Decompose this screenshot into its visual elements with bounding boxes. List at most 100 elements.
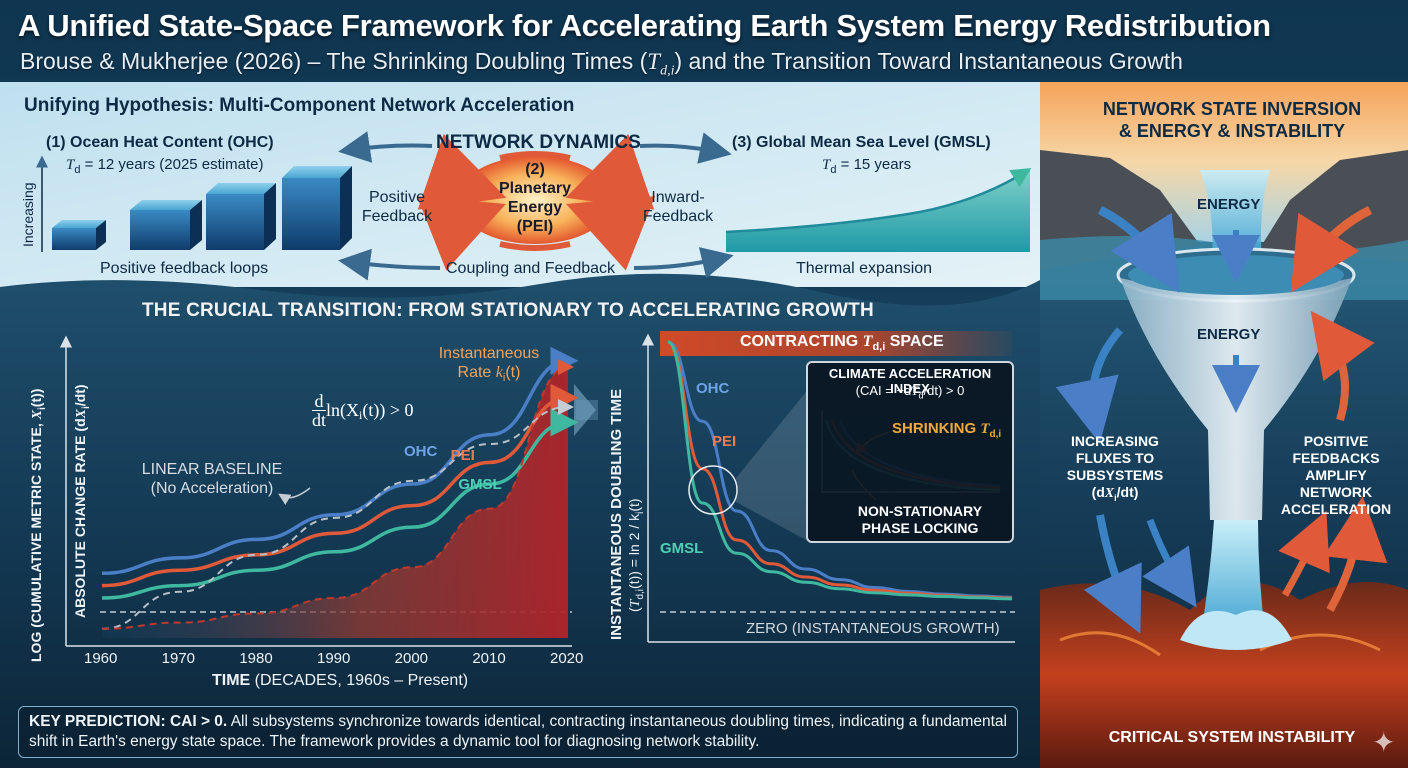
- ohc-td-text: = 12 years (2025 estimate): [80, 156, 264, 173]
- doubling-y-axis-label: INSTANTANEOUS DOUBLING TIME: [608, 388, 625, 640]
- left-series-instantaneous-rate-ki-t: [101, 359, 574, 630]
- outer-label-symbol: X: [30, 410, 45, 420]
- flux-line-2: FLUXES TO: [1075, 450, 1155, 466]
- left-chart: [60, 335, 598, 647]
- doubling-label-gmsl: GMSL: [660, 540, 704, 557]
- fb-line-2: FEEDBACKS: [1292, 450, 1380, 466]
- banner-sub: d,i: [872, 341, 886, 354]
- zero-label: ZERO (INSTANTANEOUS GROWTH): [746, 620, 1000, 637]
- coupling-caption: Coupling and Feedback: [446, 260, 616, 277]
- subtitle-post: ) and the Transition Toward Instantaneou…: [674, 48, 1183, 74]
- subtitle-symbol: T: [647, 49, 661, 74]
- formula-post: (t)) = ln 2 / k: [626, 513, 642, 589]
- ohc-caption: Positive feedback loops: [100, 260, 269, 277]
- x-label-bold: TIME: [212, 672, 251, 689]
- positive-feedback-line-2: Feedback: [361, 208, 433, 225]
- inner-label-symbol: X: [74, 409, 89, 419]
- right-panel-art: [1040, 82, 1408, 768]
- gmsl-caption: Thermal expansion: [796, 260, 933, 277]
- inner-label-end: /dt): [72, 384, 88, 407]
- fb-line-4: NETWORK: [1299, 484, 1373, 500]
- left-x-axis-label: TIME (DECADES, 1960s – Present): [212, 672, 468, 690]
- inward-feedback-label: Inward- Feedback: [636, 188, 720, 226]
- doubling-label-pei: PEI: [712, 433, 737, 450]
- gmsl-td-sub: d: [830, 164, 837, 176]
- contracting-banner-label: CONTRACTING Td,i SPACE: [740, 333, 944, 353]
- left-series-ohc: [101, 346, 579, 576]
- phase-line-2: PHASE LOCKING: [861, 520, 979, 536]
- eq-end: (t)) > 0: [362, 400, 414, 420]
- page-subtitle: Brouse & Mukherjee (2026) – The Shrinkin…: [20, 48, 1400, 80]
- instantaneous-rate-label: Instantaneous Rate ki(t): [420, 344, 558, 388]
- pei-core-line-3: Energy: [507, 199, 563, 216]
- x-tick-2000: 2000: [394, 650, 429, 667]
- x-tick-1960: 1960: [84, 650, 118, 667]
- left-series-linear-baseline: [101, 399, 574, 630]
- positive-feedbacks-label: POSITIVE FEEDBACKS AMPLIFY NETWORK ACCEL…: [1276, 433, 1396, 518]
- prediction-text: All subsystems synchronize towards ident…: [29, 713, 1007, 750]
- inward-feedback-line-2: Feedback: [642, 208, 714, 225]
- inst-line-1: Instantaneous: [438, 345, 540, 362]
- right-heading-line-1: NETWORK STATE INVERSION: [1102, 99, 1362, 119]
- doubling-label-ohc: OHC: [696, 380, 730, 397]
- flux-line-1: INCREASING: [1071, 433, 1159, 449]
- right-heading-line-2: & ENERGY & INSTABILITY: [1118, 121, 1346, 141]
- left-label-pei: PEI: [450, 446, 475, 464]
- cai-formula: (CAI = −dTd/dt) > 0: [812, 383, 1008, 401]
- flux-line-4-pre: (d: [1091, 484, 1105, 500]
- page-title: A Unified State-Space Framework for Acce…: [18, 8, 1271, 43]
- pei-core-label: (2) Planetary Energy (PEI): [478, 160, 592, 236]
- x-label-rest: (DECADES, 1960s – Present): [250, 672, 469, 689]
- flux-line-4-post: /dt): [1116, 484, 1139, 500]
- cai-formula-pre: (CAI = −d: [855, 383, 912, 398]
- inward-feedback-line-1: Inward-: [651, 189, 705, 206]
- ohc-td-symbol: T: [66, 157, 75, 173]
- doubling-series-gmsl: [667, 340, 1013, 601]
- inner-label-sub: i: [80, 406, 92, 410]
- x-tick-2010: 2010: [472, 650, 506, 667]
- baseline-line-1: LINEAR BASELINE: [141, 461, 283, 478]
- left-series-gmsl: [101, 408, 579, 600]
- network-dynamics-title: NETWORK DYNAMICS: [436, 132, 641, 153]
- cai-title: CLIMATE ACCELERATION INDEX: [828, 366, 992, 396]
- flux-line-4-symbol: X: [1104, 486, 1115, 501]
- outer-label-sub: i: [36, 407, 48, 410]
- fb-line-1: POSITIVE: [1303, 433, 1369, 449]
- hypothesis-heading: Unifying Hypothesis: Multi-Component Net…: [24, 95, 575, 116]
- shrink-sub: d,i: [989, 429, 1002, 440]
- ohc-doubling-time: Td = 12 years (2025 estimate): [66, 156, 263, 176]
- x-tick-1980: 1980: [239, 650, 273, 667]
- left-series-pei: [101, 383, 579, 588]
- phase-line-1: NON-STATIONARY: [857, 503, 983, 519]
- ohc-bars: [36, 155, 352, 252]
- ohc-axis-label: Increasing: [20, 182, 36, 247]
- pei-core-line-2: Planetary: [498, 180, 572, 197]
- shrinking-td-label: SHRINKING Td,i: [892, 420, 1001, 440]
- subtitle-subscript: d,i: [660, 63, 675, 79]
- sparkle-icon: ✦: [1372, 727, 1396, 758]
- flux-line-3: SUBSYSTEMS: [1066, 467, 1164, 483]
- doubling-y-axis-formula: (Td,i(t)) = ln 2 / ki(t): [626, 498, 646, 612]
- energy-mid-label: ENERGY: [1197, 326, 1261, 343]
- formula-pre: (: [626, 607, 642, 612]
- formula-end: (t): [626, 498, 642, 512]
- eq-sub: i: [359, 408, 363, 423]
- baseline-line-2: (No Acceleration): [150, 480, 274, 497]
- formula-sub: d,i: [634, 588, 646, 600]
- energy-top-label: ENERGY: [1197, 196, 1261, 213]
- gmsl-td-text: = 15 years: [836, 156, 912, 173]
- x-tick-1990: 1990: [317, 650, 351, 667]
- right-panel-heading: NETWORK STATE INVERSION & ENERGY & INSTA…: [1062, 98, 1402, 142]
- log-derivative-equation: d dt ln(Xi(t)) > 0: [312, 392, 414, 429]
- left-y-axis-outer: LOG (CUMULATIVE METRIC STATE, Xi(t)): [28, 389, 48, 662]
- cai-formula-sub: d: [918, 390, 924, 401]
- ohc-title: (1) Ocean Heat Content (OHC): [46, 134, 274, 151]
- inst-symbol: k: [495, 364, 503, 381]
- eq-body: ln(X: [326, 400, 360, 420]
- shrink-symbol: T: [980, 421, 990, 437]
- transition-heading: THE CRUCIAL TRANSITION: FROM STATIONARY …: [142, 300, 874, 321]
- subtitle-pre: Brouse & Mukherjee (2026) – The Shrinkin…: [20, 48, 648, 74]
- outer-label-end: (t)): [28, 388, 44, 408]
- left-y-axis-inner: ABSOLUTE CHANGE RATE (dXi/dt): [72, 384, 92, 618]
